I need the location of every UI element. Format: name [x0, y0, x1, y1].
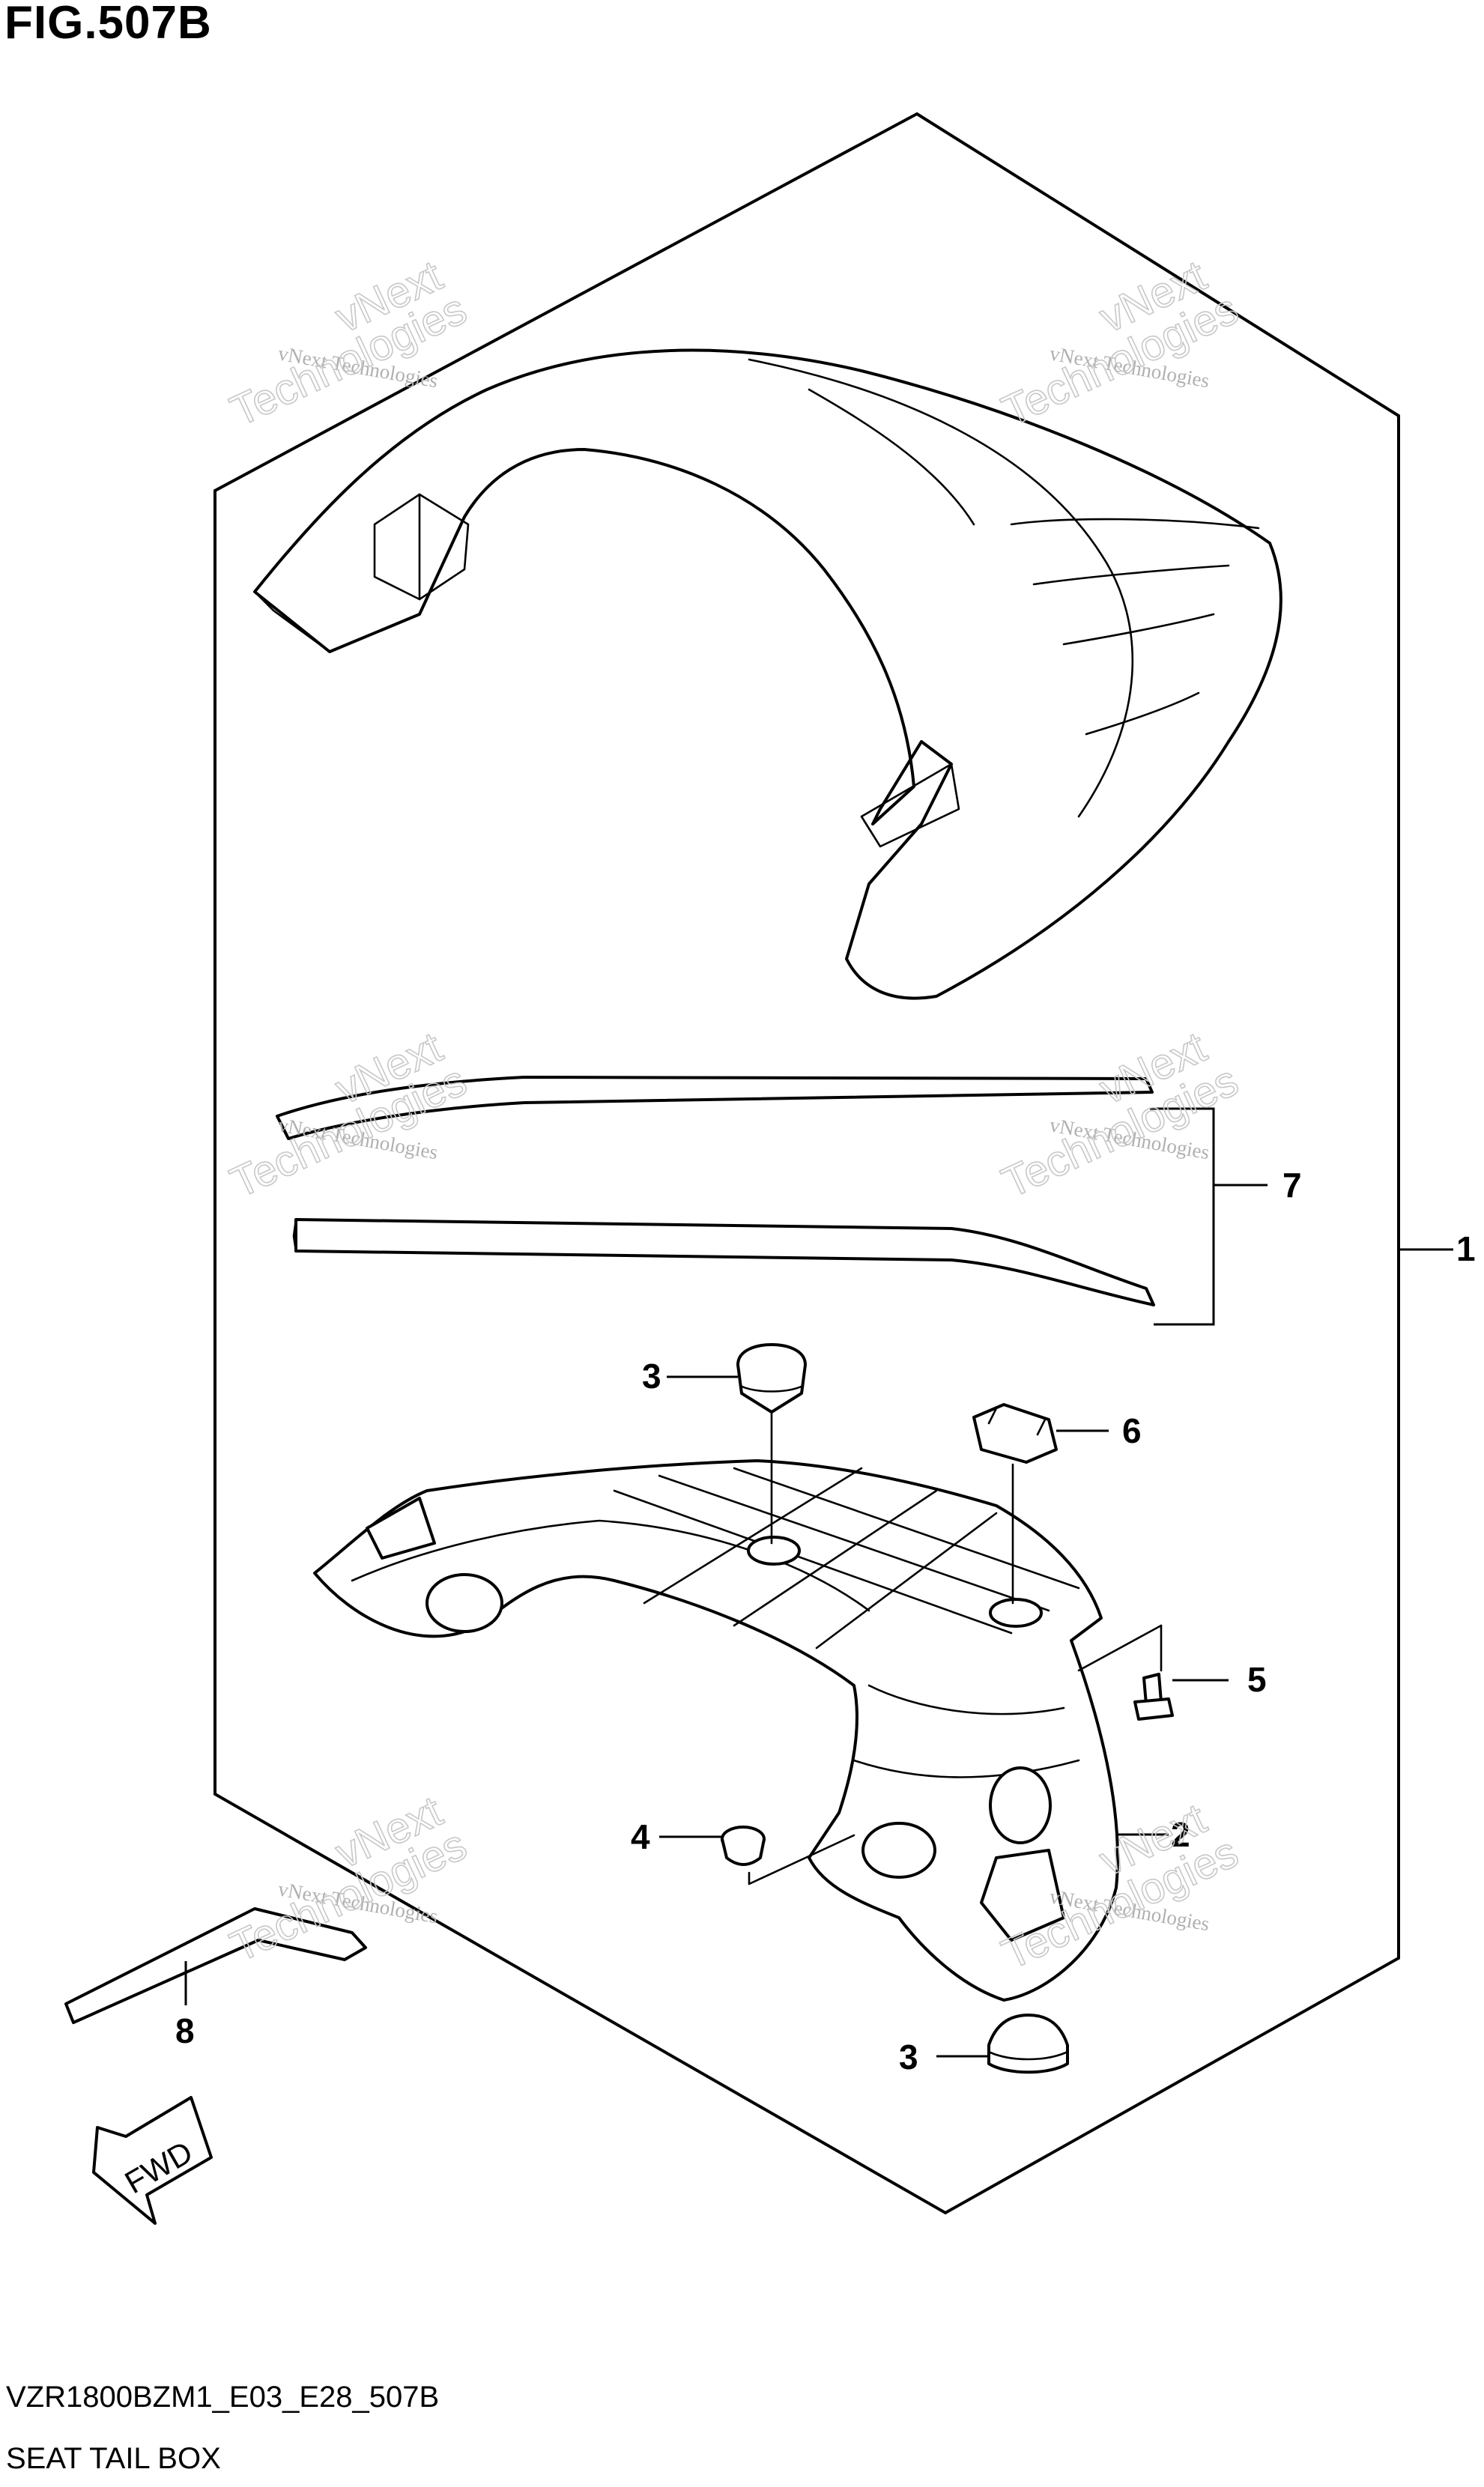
watermark-top-right: vNext Technologies vNext Technologies [994, 250, 1246, 436]
callout-1: 1 [1456, 1229, 1476, 1268]
figure-title: FIG.507B [4, 0, 212, 49]
section-name: SEAT TAIL BOX [6, 2442, 221, 2475]
model-code: VZR1800BZM1_E03_E28_507B [6, 2381, 440, 2414]
seat-base-frame [313, 1459, 1119, 2002]
hex-wrench [64, 1907, 367, 2024]
cushion-upper [736, 1343, 807, 1545]
callout-5: 5 [1247, 1660, 1267, 1699]
callout-4: 4 [631, 1817, 650, 1856]
fwd-direction-arrow: FWD [92, 2096, 213, 2225]
watermark-mid-left: vNext Technologies vNext Technologies [222, 1022, 474, 1208]
callout-2: 2 [1171, 1815, 1190, 1854]
bracket-7 [1150, 1107, 1215, 1326]
bolt [1077, 1624, 1174, 1721]
callout-6: 6 [1122, 1411, 1142, 1450]
callout-3-upper: 3 [642, 1357, 661, 1396]
seat-tail-cover [253, 348, 1282, 1000]
clip-nut [972, 1403, 1058, 1605]
callout-8: 8 [175, 2011, 195, 2050]
assembly-frame [213, 112, 1400, 2215]
callout-7: 7 [1282, 1166, 1302, 1205]
watermark-mid-right: vNext Technologies vNext Technologies [994, 1022, 1246, 1208]
grommet [721, 1826, 855, 1885]
seal-strips [276, 1076, 1155, 1306]
watermark-top-left: vNext Technologies vNext Technologies [222, 250, 474, 436]
callout-3-lower: 3 [899, 2038, 918, 2076]
cushion-lower [987, 2014, 1069, 2074]
